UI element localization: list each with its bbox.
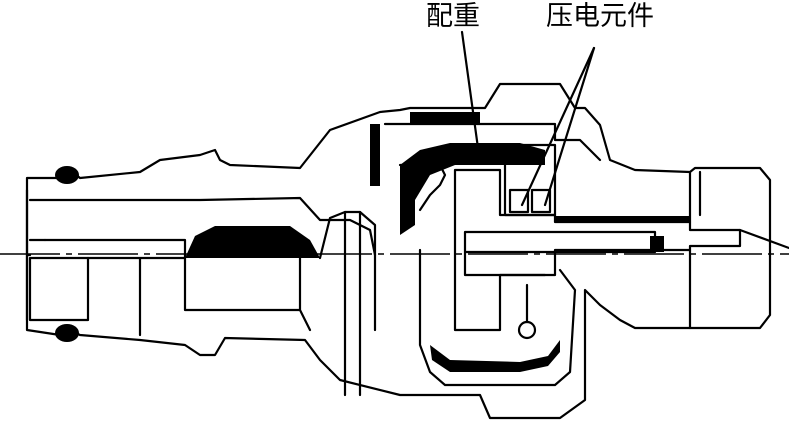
leader-piezo-1	[520, 46, 596, 207]
plug-body	[28, 196, 377, 257]
o-ring-top	[55, 166, 79, 184]
bolt-shaft-black	[555, 216, 690, 222]
housing-left-bar	[370, 124, 380, 186]
connector-outline	[25, 82, 772, 420]
housing-top-bar	[410, 112, 480, 124]
leader-counterweight	[460, 30, 480, 150]
piezo-element-label: 压电元件	[546, 1, 654, 32]
leader-piezo-2	[543, 46, 596, 207]
contact-ring	[517, 320, 537, 340]
counterweight-inner	[398, 163, 447, 212]
bolt-body	[453, 168, 742, 332]
plug-end-cap	[25, 188, 90, 322]
o-ring-bottom	[55, 324, 79, 342]
seal-band	[185, 226, 320, 258]
piezo-element-2	[530, 188, 552, 214]
piezo-element-1	[508, 188, 530, 214]
housing-inner-top	[383, 122, 602, 162]
bolt-nut-black	[650, 236, 664, 252]
bolt-inner	[463, 230, 657, 277]
bottom-seal	[430, 340, 560, 372]
body-flange	[343, 210, 362, 397]
counterweight-label: 配重	[426, 1, 480, 32]
body-step	[183, 210, 377, 332]
right-connector	[688, 170, 789, 330]
plug-inner	[43, 238, 187, 337]
housing-inner-bottom	[418, 248, 577, 387]
